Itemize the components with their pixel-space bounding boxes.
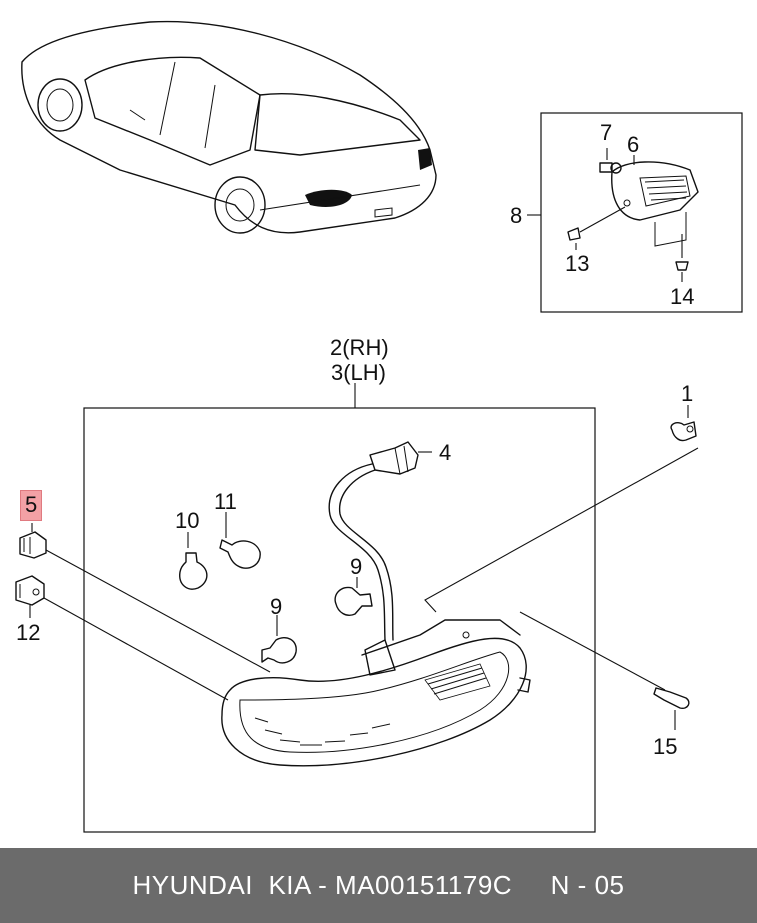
callout-10: 10 — [175, 508, 200, 533]
tail-lamp-lens — [221, 619, 531, 767]
parts-diagram: 1 2(RH) 3(LH) 4 5 6 7 8 9 9 10 11 12 13 … — [15, 20, 743, 833]
part-1-grommet — [670, 405, 697, 442]
inset-box — [527, 112, 743, 313]
footer-bar: HYUNDAI KIA - MA00151179C N - 05 — [0, 848, 757, 923]
part-15-screw — [653, 687, 690, 730]
callout-14: 14 — [670, 284, 695, 309]
callout-15: 15 — [653, 734, 678, 759]
bulb-11 — [219, 539, 261, 569]
part-12-clip — [15, 575, 229, 701]
callout-8: 8 — [510, 203, 523, 228]
part-number-caption: HYUNDAI KIA - MA00151179C N - 05 — [132, 870, 625, 900]
callout-9-lower: 9 — [270, 594, 283, 619]
callout-12: 12 — [16, 620, 41, 645]
callout-9-upper: 9 — [350, 554, 363, 579]
callout-3-lh: 3(LH) — [331, 360, 387, 385]
bulb-9-upper — [334, 586, 373, 616]
callout-7: 7 — [600, 120, 613, 145]
callout-2-rh: 2(RH) — [330, 335, 389, 360]
callout-5: 5 — [20, 490, 43, 521]
diagram-drawing — [15, 20, 743, 833]
callout-13: 13 — [565, 251, 590, 276]
part-5-clip — [19, 523, 271, 673]
bulb-9-lower — [261, 636, 297, 664]
main-assembly-box — [83, 383, 699, 833]
callout-1: 1 — [681, 381, 694, 406]
callout-4: 4 — [439, 440, 452, 465]
car-illustration — [21, 20, 437, 234]
callout-6: 6 — [627, 132, 640, 157]
callout-11: 11 — [214, 489, 237, 514]
bulb-10 — [179, 552, 208, 590]
